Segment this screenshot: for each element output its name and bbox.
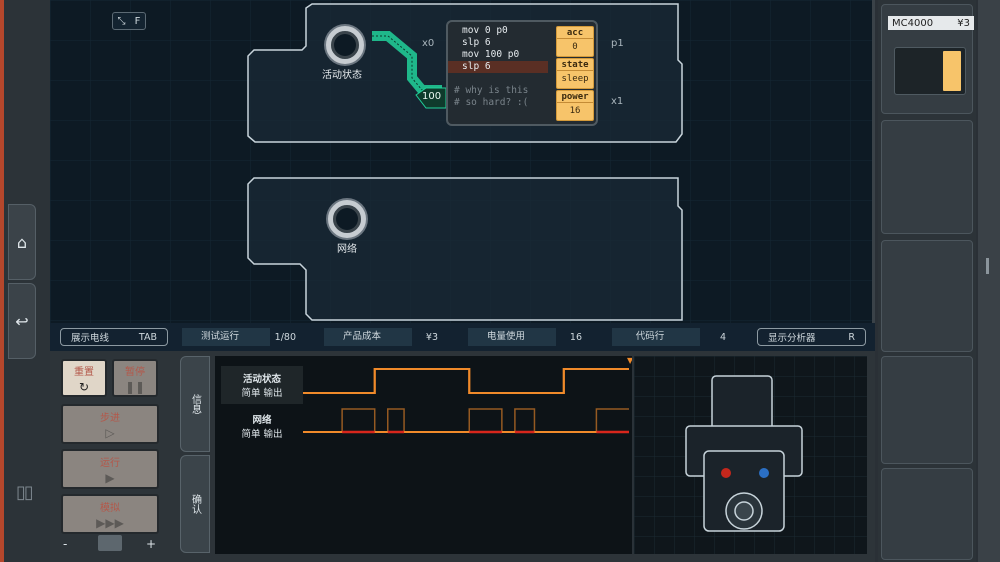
play-icon: ▶: [105, 470, 115, 485]
connector-ring-icon: [328, 200, 366, 238]
waveform-viewer: 活动状态简单 输出 网络简单 输出 ▼: [215, 356, 669, 554]
code-line[interactable]: [448, 73, 548, 85]
mc4000-chip[interactable]: mov 0 p0 slp 6 mov 100 p0 slp 6 # why is…: [446, 20, 598, 126]
expand-icon: ⤡: [117, 15, 126, 27]
pause-icon: ❚❚: [124, 379, 146, 394]
parts-scrollbar[interactable]: [978, 0, 1000, 562]
undo-icon: ↩: [15, 311, 29, 331]
code-line[interactable]: slp 6: [462, 37, 491, 48]
time-cursor-icon: ▼: [627, 356, 634, 365]
parts-panel: MC4000¥3: [878, 0, 976, 562]
view-toggle-button[interactable]: ⤡F: [112, 12, 146, 30]
code-line[interactable]: mov 100 p0: [462, 49, 520, 60]
code-line[interactable]: mov 0 p0: [462, 25, 508, 36]
speed-slider-handle[interactable]: [98, 535, 122, 551]
component-network[interactable]: 网络: [328, 200, 366, 255]
speed-decrease[interactable]: -: [63, 537, 68, 551]
tab-verify[interactable]: 确认: [180, 455, 210, 553]
expected-signal-1: [303, 408, 629, 433]
pause-button[interactable]: 暂停❚❚: [112, 359, 158, 397]
waveform-chart: [303, 368, 629, 434]
mc4000-thumbnail-icon: [894, 47, 966, 95]
run-button[interactable]: 运行▶: [61, 449, 159, 489]
camera-device-illustration: [685, 375, 803, 532]
rotate-icon: ↻: [78, 379, 90, 394]
part-slot-mc4000[interactable]: MC4000¥3: [881, 4, 974, 114]
left-sidebar: ⌂ ↩ ▯▯: [0, 0, 50, 562]
home-icon: ⌂: [16, 232, 28, 252]
game-logo: ▯▯: [16, 482, 34, 503]
play-outline-icon: ▷: [105, 425, 115, 440]
signal-label-network: 网络简单 输出: [241, 415, 283, 440]
tab-info[interactable]: 信息: [180, 356, 210, 452]
connector-ring-icon: [326, 26, 364, 64]
part-slot[interactable]: [881, 468, 973, 560]
board-panel-2: [247, 177, 683, 321]
circuit-board[interactable]: ⤡F 100 活动状态 网络 x0 p1 x1 mov 0 p0 slp 6 m…: [50, 0, 875, 323]
component-activity-status[interactable]: 活动状态: [322, 26, 364, 81]
expected-signal-0: [303, 368, 629, 394]
blue-led-icon: [759, 468, 769, 478]
actual-signal-0: [303, 368, 629, 394]
pin-x1: x1: [611, 96, 624, 107]
home-button[interactable]: ⌂: [8, 204, 36, 280]
speed-increase[interactable]: +: [146, 537, 157, 551]
red-led-icon: [721, 468, 731, 478]
code-line-current[interactable]: slp 6: [448, 61, 548, 73]
simulate-button[interactable]: 模拟▶▶▶: [61, 494, 159, 534]
signal-label-activity: 活动状态简单 输出: [221, 366, 303, 404]
undo-button[interactable]: ↩: [8, 283, 36, 359]
fast-forward-icon: ▶▶▶: [96, 515, 124, 530]
code-comment[interactable]: # why is this: [454, 85, 529, 96]
simulation-panel: 重置↻ 暂停❚❚ 步进▷ 运行▶ 模拟▶▶▶ - + 信息 确认 活动状态简单 …: [50, 351, 875, 562]
step-button[interactable]: 步进▷: [61, 404, 159, 444]
pin-p1: p1: [611, 38, 624, 49]
reset-button[interactable]: 重置↻: [61, 359, 107, 397]
scroll-handle[interactable]: [986, 258, 989, 274]
part-slot[interactable]: [881, 120, 973, 234]
pin-x0: x0: [422, 38, 435, 49]
part-slot[interactable]: [881, 240, 973, 352]
part-label: MC4000¥3: [888, 16, 974, 30]
wire-value: 100: [422, 91, 442, 102]
device-preview: [632, 356, 867, 554]
cost-stat: 产品成本¥3: [324, 328, 448, 346]
code-editor[interactable]: mov 0 p0 slp 6 mov 100 p0 slp 6 # why is…: [448, 22, 596, 109]
code-comment[interactable]: # so hard? :(: [454, 97, 529, 108]
part-slot[interactable]: [881, 356, 973, 464]
